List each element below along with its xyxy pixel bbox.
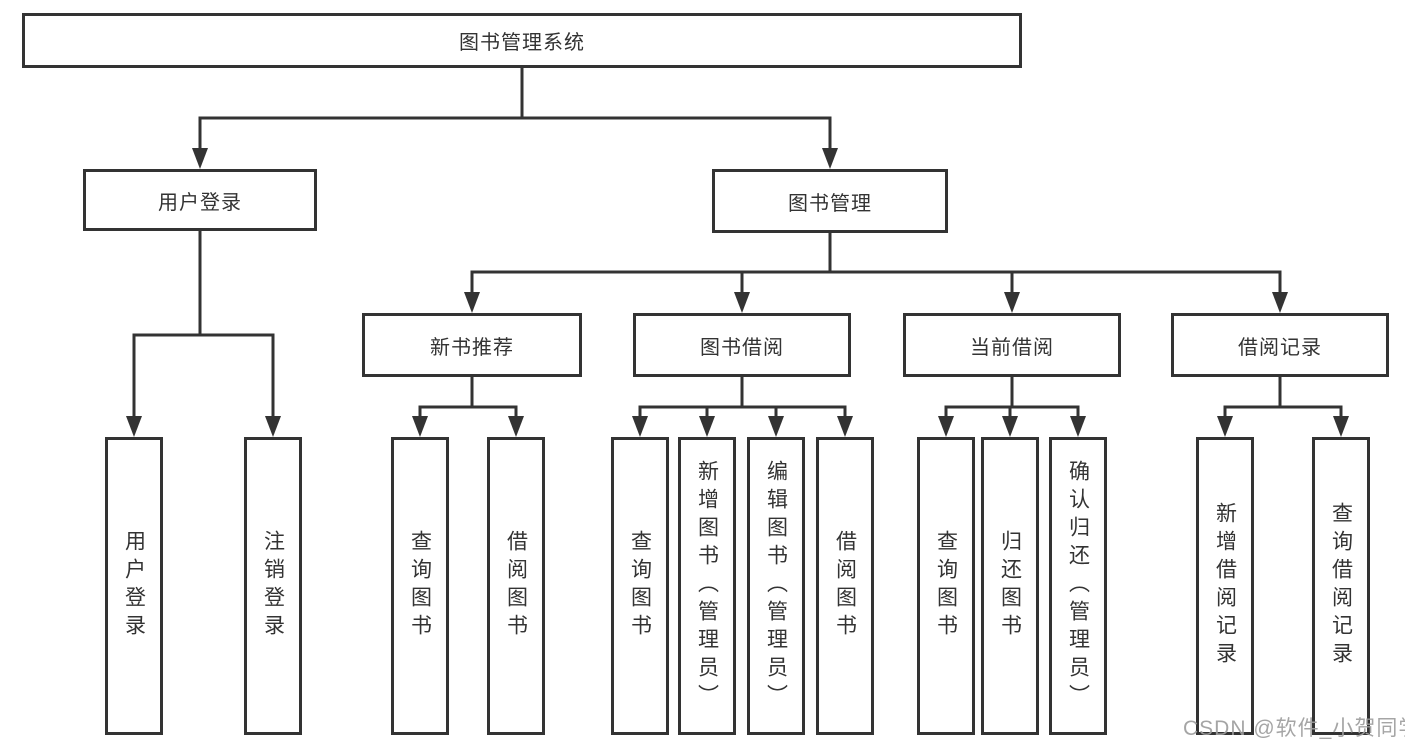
leaf-return-books-label: 归还图书 [998, 530, 1022, 642]
node-root: 图书管理系统 [22, 13, 1022, 68]
leaf-add-books-admin: 新增图书（管理员） [678, 437, 736, 735]
leaf-query-borrow-record-label: 查询借阅记录 [1329, 502, 1353, 670]
leaf-query-books-a: 查询图书 [391, 437, 449, 735]
watermark: CSDN @软件_小贺同学 [1183, 717, 1405, 740]
node-current-borrowing-label: 当前借阅 [970, 336, 1054, 359]
leaf-borrow-books-b-label: 借阅图书 [833, 530, 857, 642]
leaf-query-books-b-label: 查询图书 [628, 530, 652, 642]
leaf-new-borrow-record-label: 新增借阅记录 [1213, 502, 1237, 670]
node-book-management: 图书管理 [712, 169, 948, 233]
leaf-query-borrow-record: 查询借阅记录 [1312, 437, 1370, 735]
leaf-user-login: 用户登录 [105, 437, 163, 735]
leaf-query-books-c: 查询图书 [917, 437, 975, 735]
node-current-borrowing: 当前借阅 [903, 313, 1121, 377]
leaf-edit-books-admin-label: 编辑图书（管理员） [764, 460, 788, 712]
node-new-book-recommend: 新书推荐 [362, 313, 582, 377]
leaf-query-books-b: 查询图书 [611, 437, 669, 735]
leaf-edit-books-admin: 编辑图书（管理员） [747, 437, 805, 735]
node-borrowing-records: 借阅记录 [1171, 313, 1389, 377]
node-book-borrowing-label: 图书借阅 [700, 336, 784, 359]
leaf-new-borrow-record: 新增借阅记录 [1196, 437, 1254, 735]
leaf-query-books-a-label: 查询图书 [408, 530, 432, 642]
node-book-borrowing: 图书借阅 [633, 313, 851, 377]
leaf-confirm-return-admin-label: 确认归还（管理员） [1066, 460, 1090, 712]
node-book-management-label: 图书管理 [788, 192, 872, 215]
leaf-borrow-books-a: 借阅图书 [487, 437, 545, 735]
leaf-logout: 注销登录 [244, 437, 302, 735]
node-user-login: 用户登录 [83, 169, 317, 231]
node-root-label: 图书管理系统 [459, 32, 585, 54]
leaf-user-login-label: 用户登录 [122, 530, 146, 642]
node-borrowing-records-label: 借阅记录 [1238, 336, 1322, 359]
leaf-borrow-books-a-label: 借阅图书 [504, 530, 528, 642]
node-new-book-recommend-label: 新书推荐 [430, 336, 514, 359]
leaf-add-books-admin-label: 新增图书（管理员） [695, 460, 719, 712]
leaf-query-books-c-label: 查询图书 [934, 530, 958, 642]
node-user-login-label: 用户登录 [158, 191, 242, 214]
leaf-borrow-books-b: 借阅图书 [816, 437, 874, 735]
leaf-return-books: 归还图书 [981, 437, 1039, 735]
leaf-confirm-return-admin: 确认归还（管理员） [1049, 437, 1107, 735]
leaf-logout-label: 注销登录 [261, 530, 285, 642]
